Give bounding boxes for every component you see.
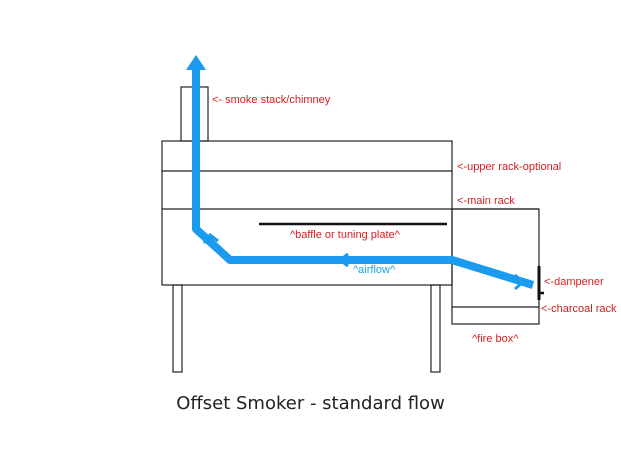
right-leg [430,284,441,373]
left-leg [172,284,183,373]
diagram-caption: Offset Smoker - standard flow [176,393,445,414]
charcoal-rack-label: <-charcoal rack [541,303,617,315]
baffle-label: ^baffle or tuning plate^ [290,229,400,241]
airflow-label: ^airflow^ [353,264,396,276]
airflow-chevron-icon [202,232,219,244]
upper-rack-label: <-upper rack-optional [457,161,562,173]
airflow-chevron-icon [337,252,349,268]
dampener-label: <-dampener [544,276,604,288]
airflow-path [192,68,535,289]
main-rack-label: <-main rack [457,195,515,207]
airflow-arrow-up-icon [186,55,206,70]
fire-box-label: ^fire box^ [472,333,519,345]
airflow-chevron-icon [514,273,526,291]
chimney-label: <- smoke stack/chimney [212,94,331,106]
